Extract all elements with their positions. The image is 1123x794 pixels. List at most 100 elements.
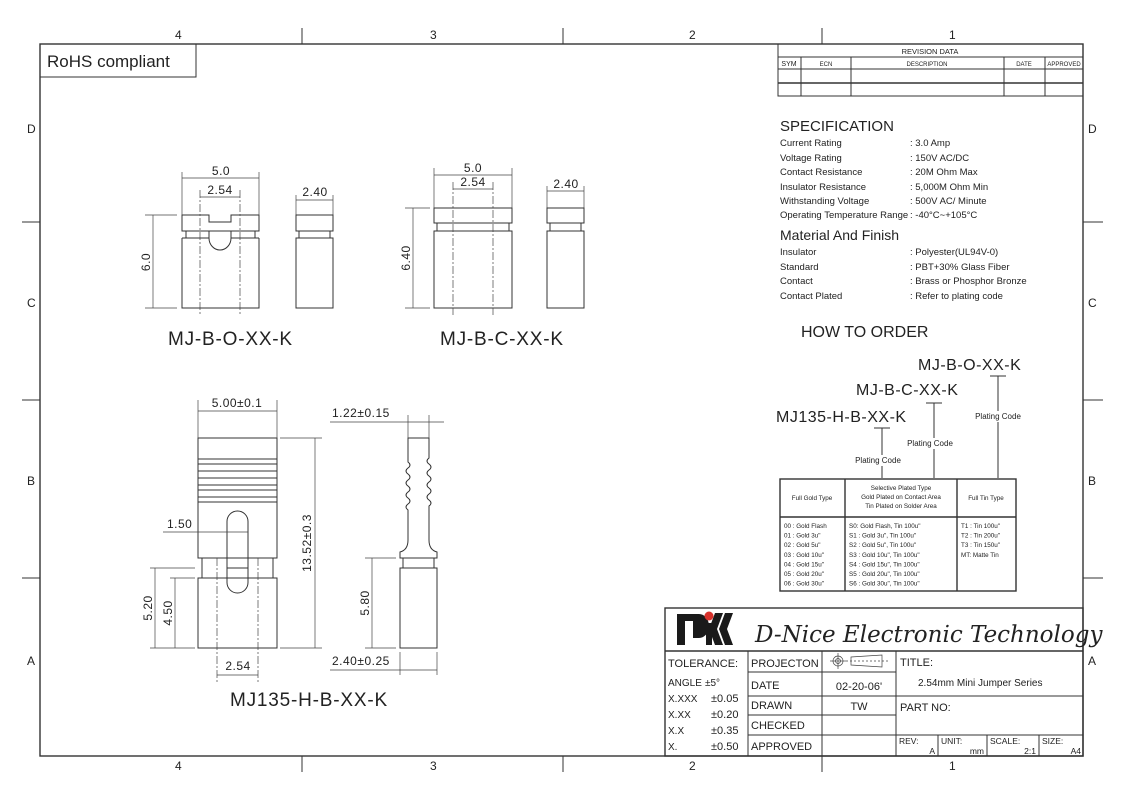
unit-value: mm [970,746,984,756]
plating-cell: S0: Gold Flash, Tin 100u" [849,523,921,530]
drawn-label: DRAWN [751,700,792,712]
plating-code-label: Plating Code [855,456,901,465]
plating-cell: 06 : Gold 30u" [784,581,824,588]
projection-label: PROJECTON [751,658,819,670]
rohs-box [39,43,197,78]
dim-depth: 2.40 [302,185,327,199]
plating-cell: 04 : Gold 15u" [784,561,824,568]
dim-height: 6.0 [139,253,153,271]
dim-height: 6.40 [399,245,413,270]
rev-label: REV: [899,736,919,746]
material-value: : Brass or Phosphor Bronze [910,276,1027,287]
order-part-number: MJ-B-O-XX-K [918,357,1021,374]
zone-col: 1 [949,28,956,42]
tolerance-key: X.XXX [668,694,698,705]
tolerance-value: ±0.50 [711,741,738,753]
plating-code-label: Plating Code [907,439,953,448]
plating-header: Full Gold Type [792,495,833,502]
plating-table: Full Gold Type Selective Plated Type Gol… [779,478,1017,592]
plating-cell: S5 : Gold 20u", Tin 100u" [849,571,920,578]
dim-slot: 1.50 [167,517,192,531]
dim-pitch: 2.54 [207,183,232,197]
specification: SPECIFICATION Current Rating: 3.0 Amp Vo… [780,118,1027,302]
title-block: D-Nice Electronic Technology TOLERANCE: … [664,607,1103,757]
plating-cell: T1 : Tin 100u" [961,523,1000,530]
spec-title: SPECIFICATION [780,118,894,135]
order-part-number: MJ-B-C-XX-K [856,382,958,399]
drawing-frame [39,43,1084,757]
spec-label: Voltage Rating [780,153,842,164]
spec-value: : 150V AC/DC [910,153,969,164]
plating-header: Selective Plated Type [871,485,932,492]
dim-h1: 5.20 [141,595,155,620]
tolerance-key: X. [668,742,677,753]
spec-value: : 500V AC/ Minute [910,196,987,207]
spec-value: : -40°C~+105°C [910,210,977,221]
rohs-label: RoHS compliant [47,52,170,71]
how-to-order-title: HOW TO ORDER [801,324,928,341]
revision-header: ECN [820,62,833,68]
zone-row: D [1088,122,1097,136]
company-logo [677,611,733,645]
drawing-open-jumper: 5.0 2.54 6.0 2.40 MJ-B-O-XX-K [139,164,334,350]
plating-cell: 01 : Gold 3u" [784,533,821,540]
revision-header: DATE [1016,62,1032,68]
order-part-number: MJ135-H-B-XX-K [776,409,907,426]
zone-row: C [27,296,36,310]
zone-col: 3 [430,759,437,773]
zone-col: 3 [430,28,437,42]
part-label: MJ-B-C-XX-K [440,329,564,350]
spec-label: Contact Resistance [780,167,862,178]
revision-header: APPROVED [1047,62,1081,68]
plating-cell: 05 : Gold 20u" [784,571,824,578]
zone-col: 1 [949,759,956,773]
material-rows: Insulator: Polyester(UL94V-0) Standard: … [780,247,1027,302]
plating-cell: S2 : Gold 5u", Tin 100u" [849,542,916,549]
material-label: Insulator [780,247,816,258]
spec-rows: Current Rating: 3.0 Amp Voltage Rating: … [780,138,988,221]
drawn-value: TW [850,701,868,713]
dim-pitch: 2.54 [225,659,250,673]
title-label: TITLE: [900,657,933,669]
plating-header: Full Tin Type [968,495,1004,502]
plating-cell: S1 : Gold 3u", Tin 100u" [849,533,916,540]
spec-label: Insulator Resistance [780,182,866,193]
plating-header: Gold Plated on Contact Area [861,494,941,501]
plating-header: Tin Plated on Solder Area [865,503,937,510]
plating-cell: 02 : Gold 5u" [784,542,821,549]
plating-cell: S4 : Gold 15u", Tin 100u" [849,561,920,568]
projection-symbol [830,653,890,669]
dim-width: 5.0 [212,164,230,178]
dim-side-height: 5.80 [358,590,372,615]
dim-pin: 1.22±0.15 [332,406,390,420]
material-value: : Refer to plating code [910,291,1003,302]
plating-cell: T2 : Tin 200u" [961,533,1000,540]
zone-row: C [1088,296,1097,310]
company-name: D-Nice Electronic Technology [754,622,1103,648]
material-title: Material And Finish [780,227,899,243]
date-label: DATE [751,680,780,692]
dim-depth: 2.40±0.25 [332,654,390,668]
drawing-closed-jumper: 5.0 2.54 6.40 2.40 MJ-B-C-XX-K [399,161,585,350]
dim-width: 5.0 [464,161,482,175]
spec-label: Operating Temperature Range [780,210,908,221]
tolerance-value: ±5° [705,678,720,689]
dim-width: 5.00±0.1 [212,396,263,410]
plating-cell: 00 : Gold Flash [784,523,827,530]
size-value: A4 [1071,746,1082,756]
tolerance-value: ±0.20 [711,709,738,721]
drawing-title: 2.54mm Mini Jumper Series [918,678,1042,689]
zone-row: B [27,474,35,488]
how-to-order: HOW TO ORDER MJ-B-O-XX-K MJ-B-C-XX-K MJ1… [776,324,1028,478]
plating-code-label: Plating Code [975,412,1021,421]
plating-cell: S6 : Gold 30u", Tin 100u" [849,581,920,588]
spec-value: : 3.0 Amp [910,138,950,149]
part-label: MJ135-H-B-XX-K [230,690,388,711]
unit-label: UNIT: [941,736,962,746]
material-value: : Polyester(UL94V-0) [910,247,998,258]
zone-col: 2 [689,28,696,42]
dim-height: 13.52±0.3 [300,514,314,572]
plating-cell: MT: Matte Tin [961,552,999,559]
tolerance-key: X.XX [668,710,691,721]
